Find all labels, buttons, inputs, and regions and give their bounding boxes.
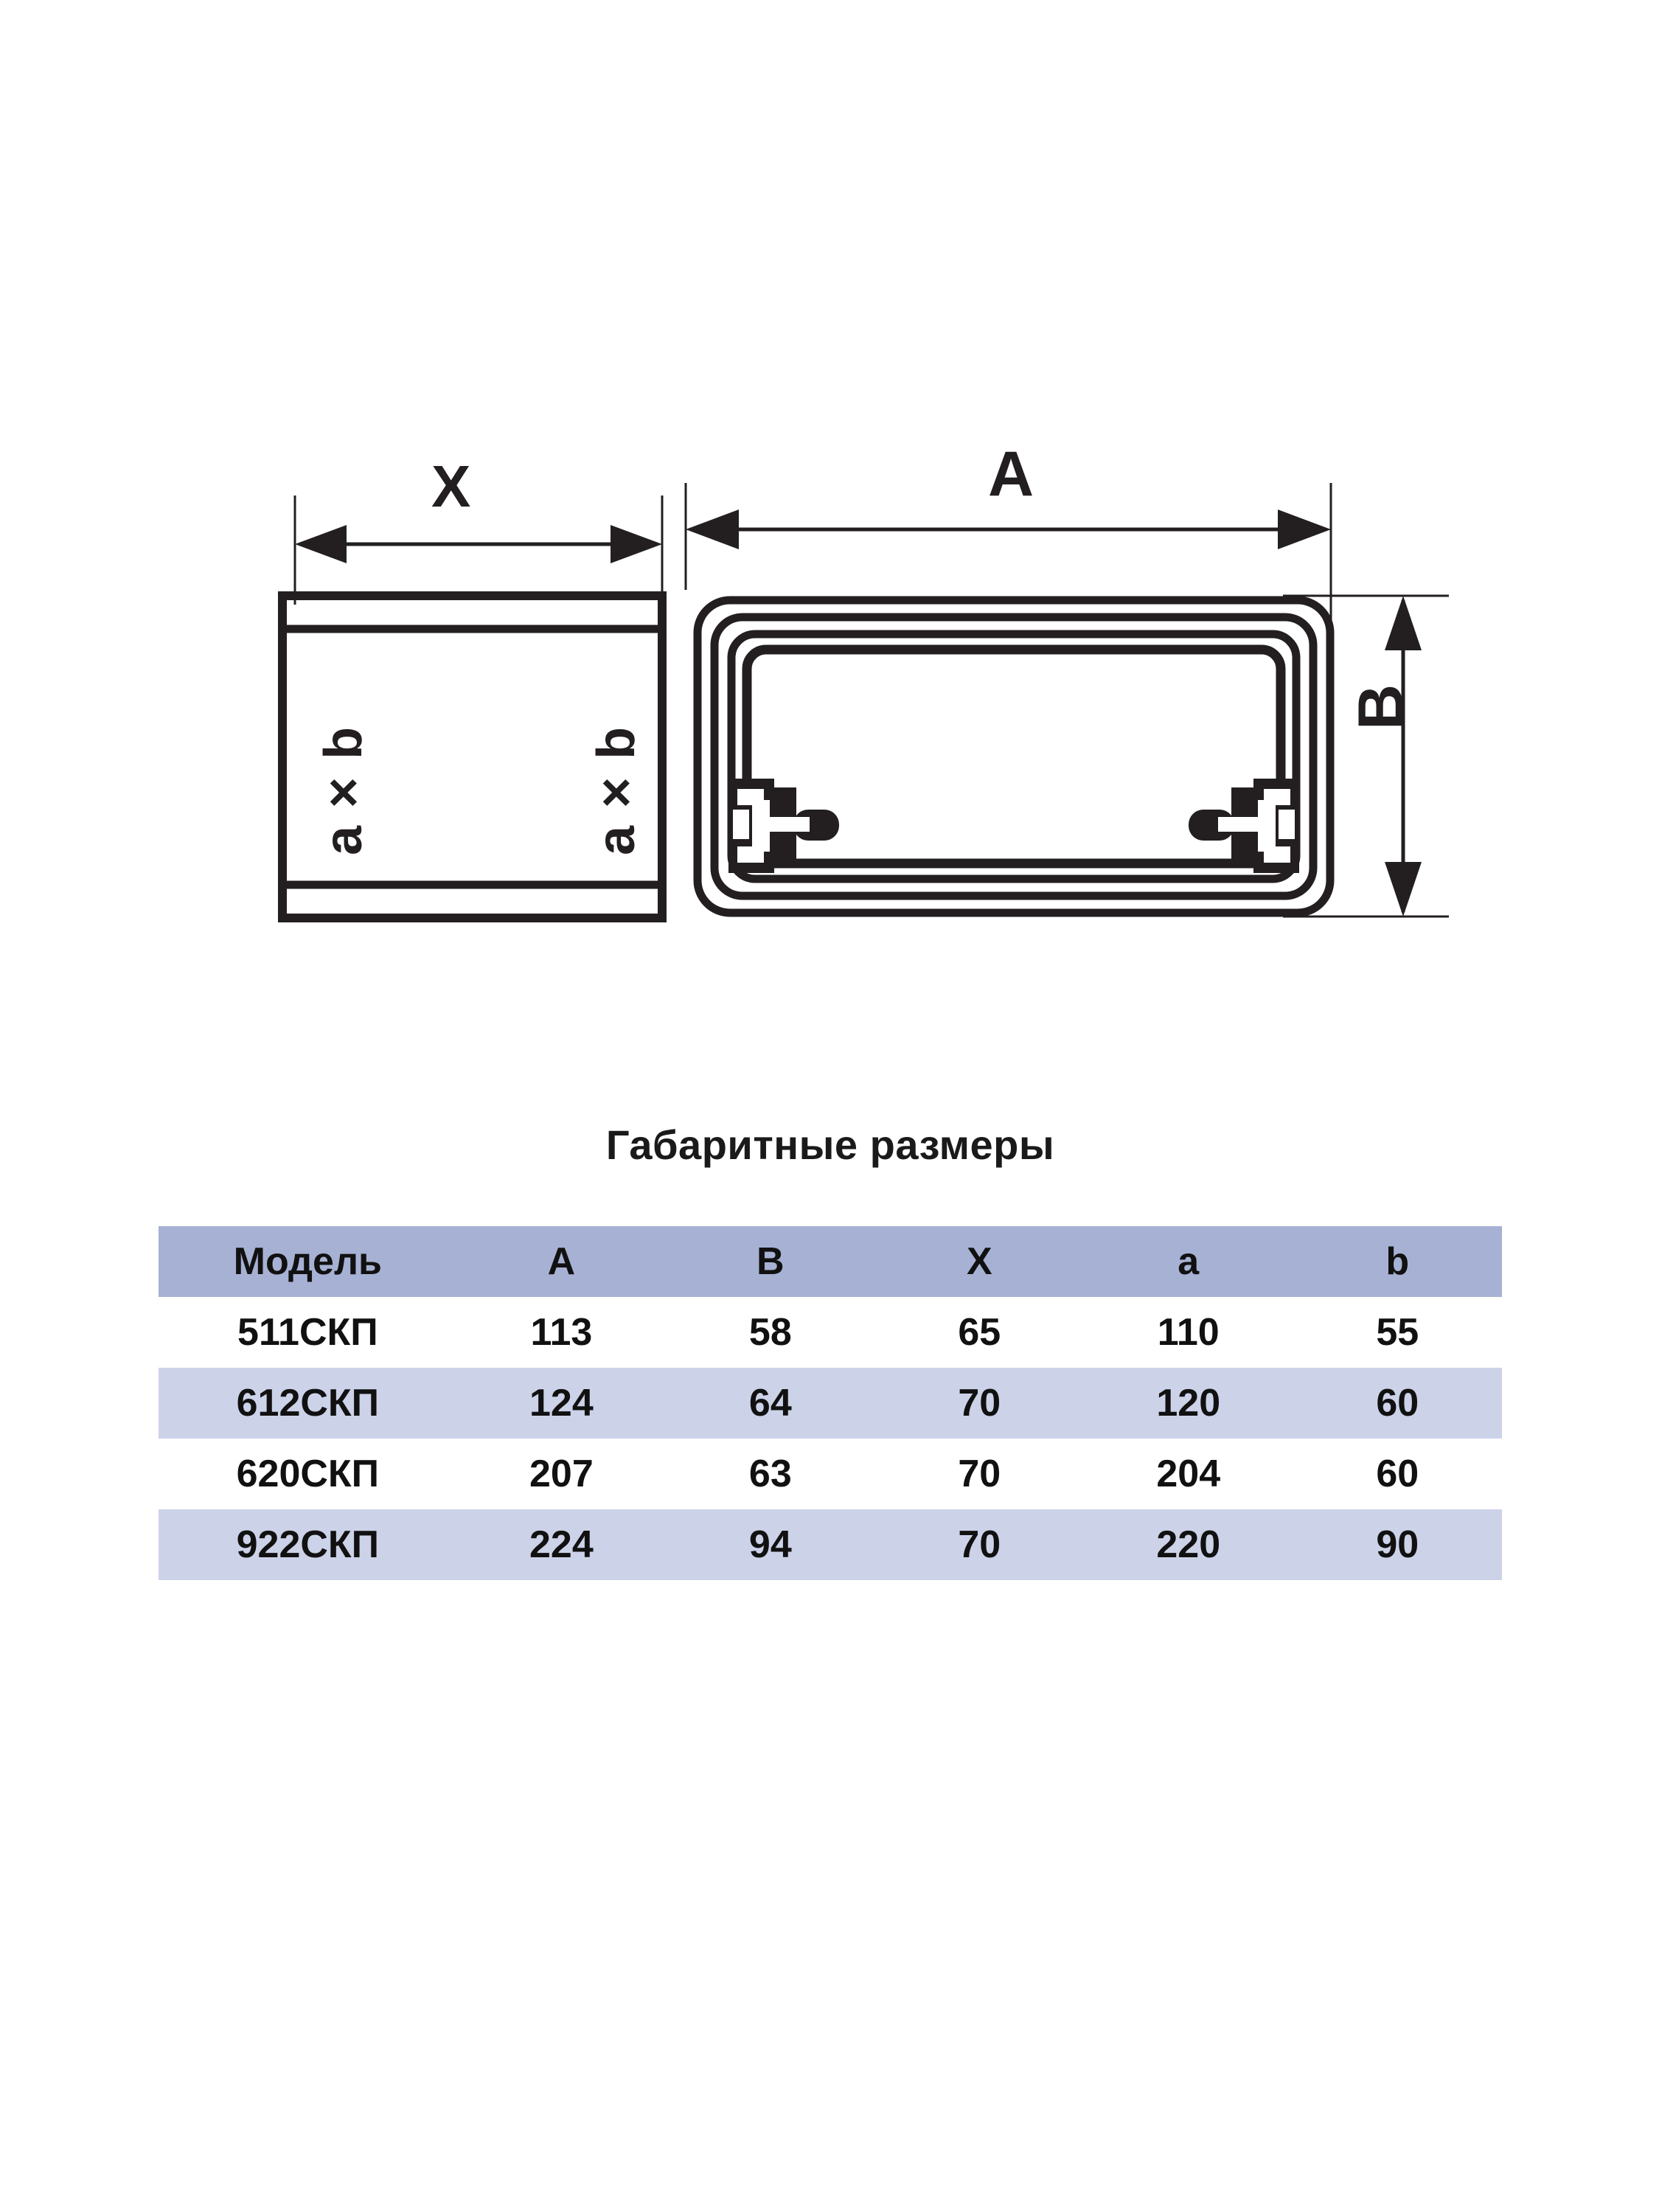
annotation-a-by-b-right: a × b — [587, 725, 646, 855]
latch-left-tab-slot — [765, 817, 810, 832]
frame-ring-2 — [710, 613, 1318, 900]
column-header-model: Модель — [233, 1240, 382, 1283]
cell-a-low: 220 — [1156, 1523, 1221, 1566]
cell-b: 58 — [748, 1311, 792, 1354]
table-row: 922СКП 224 94 70 220 90 — [159, 1509, 1502, 1580]
cell-b-low: 90 — [1376, 1523, 1419, 1566]
cell-x: 65 — [958, 1311, 1001, 1354]
column-header-x: X — [966, 1240, 992, 1283]
cell-b: 94 — [748, 1523, 792, 1566]
latch-right-tab-slot — [1218, 817, 1262, 832]
frame-ring-3 — [727, 630, 1301, 883]
latch-right — [1189, 779, 1299, 873]
column-header-a: A — [547, 1240, 576, 1283]
dimensions-table: Модель A B X a b 511СКП 113 58 65 110 55… — [159, 1226, 1502, 1580]
table-header-row: Модель A B X a b — [159, 1226, 1502, 1297]
latch-left-eye — [733, 810, 749, 839]
arrowhead-b-bottom — [1385, 862, 1422, 917]
cell-model: 612СКП — [236, 1382, 380, 1425]
dimension-label-x: X — [431, 453, 471, 519]
cell-model: 922СКП — [236, 1523, 380, 1566]
column-header-b: B — [757, 1240, 785, 1283]
cell-a-low: 120 — [1156, 1382, 1221, 1425]
frame-ring-4 — [742, 644, 1286, 869]
latch-left — [728, 779, 839, 873]
column-header-b-low: b — [1385, 1240, 1410, 1283]
side-view-group — [278, 495, 667, 922]
cell-x: 70 — [958, 1523, 1001, 1566]
dimensions-section: Габаритные размеры Модель A B X a b 511С… — [159, 1121, 1502, 1580]
cell-a-low: 110 — [1157, 1311, 1220, 1354]
table-body: 511СКП 113 58 65 110 55 612СКП 124 64 70… — [159, 1297, 1502, 1580]
drawing-svg — [278, 483, 1449, 922]
cell-a: 124 — [529, 1382, 594, 1425]
arrowhead-x-right — [611, 525, 662, 563]
arrowhead-x-left — [295, 525, 347, 563]
cell-b-low: 55 — [1376, 1311, 1419, 1354]
cell-a-low: 204 — [1156, 1453, 1221, 1495]
cell-x: 70 — [958, 1382, 1001, 1425]
cell-model: 511СКП — [237, 1311, 378, 1354]
table-header: Модель A B X a b — [159, 1226, 1502, 1297]
technical-drawing: X A B a × b a × b — [0, 0, 1659, 1032]
cell-a: 113 — [530, 1311, 593, 1354]
cell-a: 207 — [529, 1453, 594, 1495]
arrowhead-a-right — [1278, 509, 1331, 549]
dimension-label-b: B — [1346, 684, 1416, 730]
table-row: 612СКП 124 64 70 120 60 — [159, 1368, 1502, 1439]
latch-right-eye — [1279, 810, 1295, 839]
annotation-a-by-b-left: a × b — [314, 725, 373, 855]
side-view-outline — [278, 591, 667, 922]
frame-ring-1 — [693, 596, 1335, 917]
cell-a: 224 — [529, 1523, 594, 1566]
cell-x: 70 — [958, 1453, 1001, 1495]
cell-b-low: 60 — [1376, 1382, 1419, 1425]
arrowhead-b-top — [1385, 596, 1422, 650]
table-row: 620СКП 207 63 70 204 60 — [159, 1439, 1502, 1509]
dimension-label-a: A — [988, 439, 1034, 509]
arrowhead-a-left — [686, 509, 739, 549]
column-header-a-low: a — [1178, 1240, 1200, 1283]
cell-b: 64 — [748, 1382, 792, 1425]
cell-b: 63 — [748, 1453, 792, 1495]
cell-b-low: 60 — [1376, 1453, 1419, 1495]
table-row: 511СКП 113 58 65 110 55 — [159, 1297, 1502, 1368]
cell-model: 620СКП — [236, 1453, 380, 1495]
front-view-group — [684, 483, 1449, 918]
table-title: Габаритные размеры — [605, 1121, 1055, 1168]
